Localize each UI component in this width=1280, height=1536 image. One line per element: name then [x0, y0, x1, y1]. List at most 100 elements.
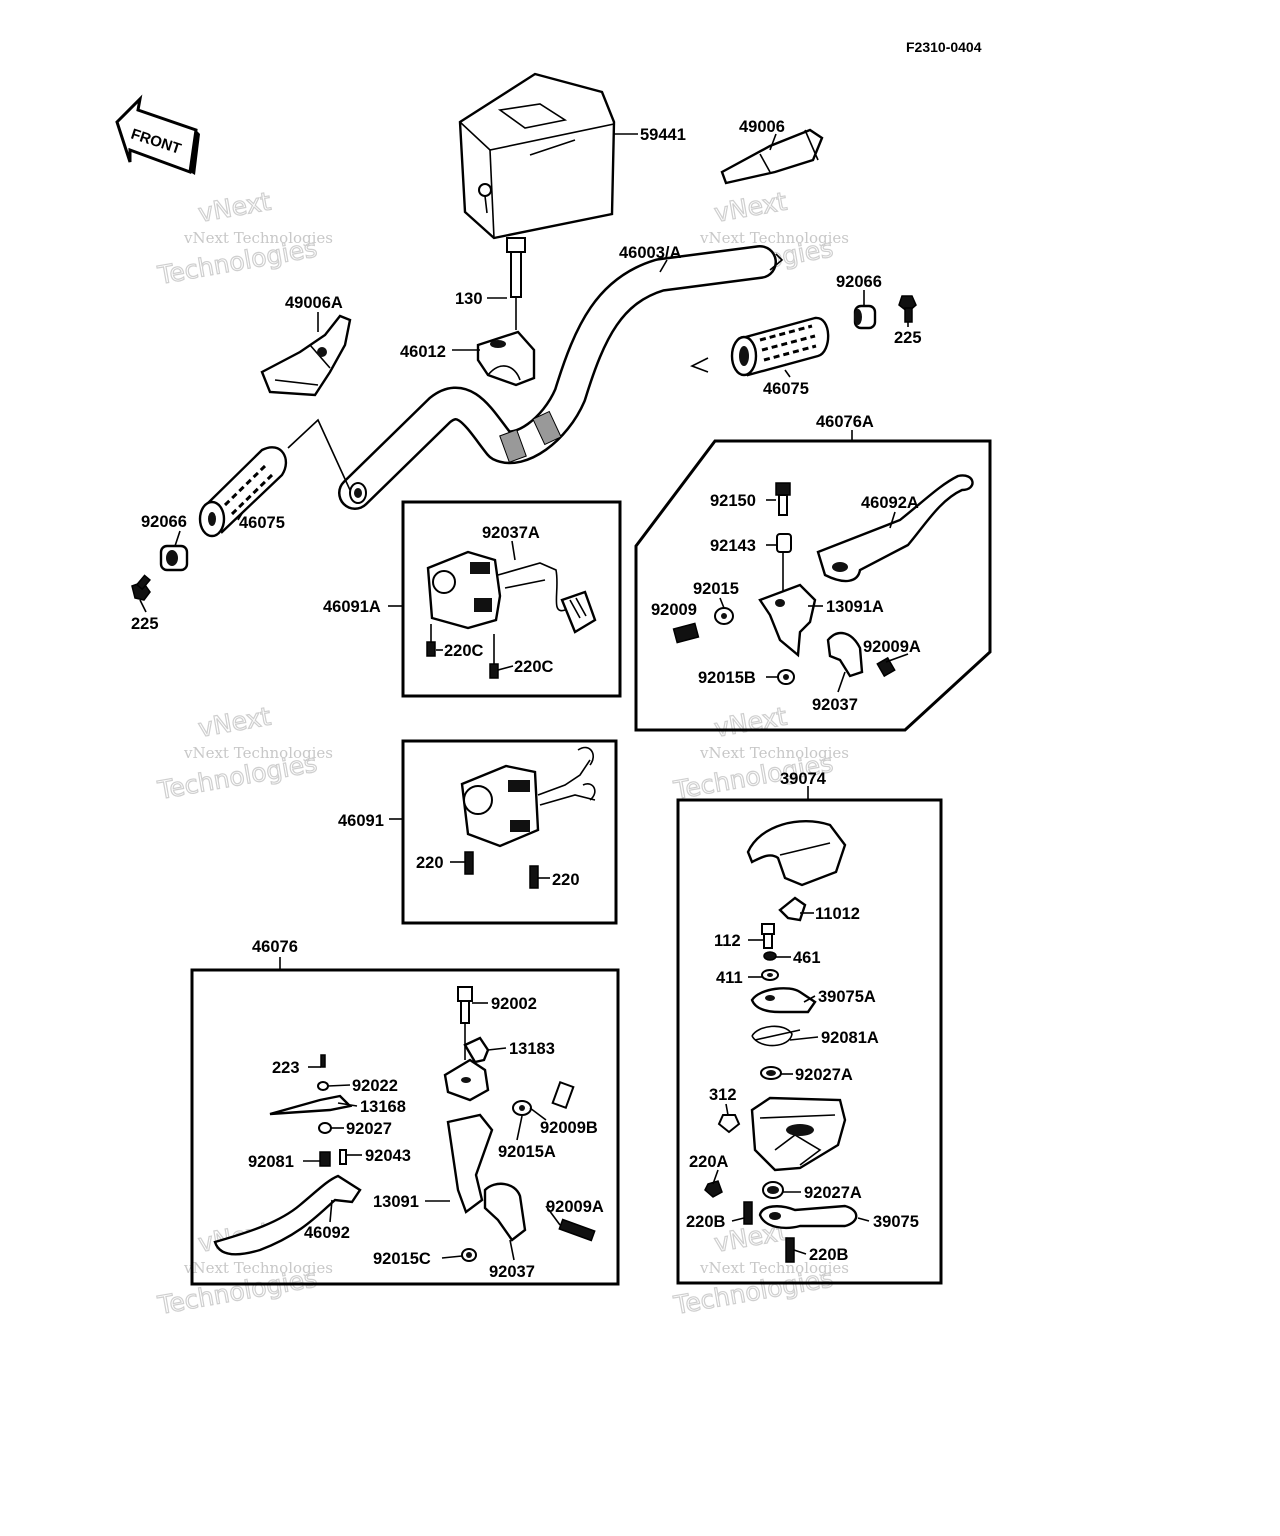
svg-text:vNext: vNext: [712, 187, 789, 228]
label-312: 312: [709, 1086, 737, 1104]
handlebar-pad: [458, 72, 616, 240]
svg-text:vNext Technologies: vNext Technologies: [699, 1259, 849, 1277]
svg-text:vNext Technologies: vNext Technologies: [183, 229, 333, 247]
assembly-mark-icon: [769, 253, 784, 271]
label-46092A: 46092A: [861, 494, 919, 512]
label-92081A: 92081A: [821, 1029, 879, 1047]
svg-text:vNext Technologies: vNext Technologies: [699, 229, 849, 247]
label-92081: 92081: [248, 1153, 294, 1171]
throttle-case-assembly: [704, 820, 858, 1263]
svg-text:vNext Technologies: vNext Technologies: [183, 744, 333, 762]
label-92015: 92015: [693, 580, 739, 598]
label-92066-left: 92066: [141, 513, 187, 531]
label-46076: 46076: [252, 938, 298, 956]
watermark-top-left: vNext vNext Technologies Technologies: [154, 186, 333, 291]
label-461: 461: [793, 949, 821, 967]
watermark-bottom-right: vNext vNext Technologies Technologies: [670, 1216, 849, 1321]
brake-lever-assembly: [213, 986, 596, 1262]
svg-text:vNext: vNext: [196, 702, 273, 743]
label-225-left: 225: [131, 615, 159, 633]
label-92037A: 92037A: [482, 524, 540, 542]
label-220B-1: 220B: [686, 1213, 726, 1231]
left-handlebar-switch: [426, 550, 597, 679]
label-220A: 220A: [689, 1153, 729, 1171]
bolt-130-icon: [506, 237, 526, 330]
label-220-2: 220: [552, 871, 580, 889]
label-92009B: 92009B: [540, 1119, 598, 1137]
label-92009A-top: 92009A: [863, 638, 921, 656]
label-92027: 92027: [346, 1120, 392, 1138]
front-arrow-icon: FRONT: [115, 94, 200, 175]
label-59441: 59441: [640, 126, 686, 144]
label-39074: 39074: [780, 770, 827, 788]
label-49006A: 49006A: [285, 294, 343, 312]
label-92015A: 92015A: [498, 1143, 556, 1161]
label-46075-left: 46075: [239, 514, 285, 532]
watermark-mid-right: vNext vNext Technologies Technologies: [670, 701, 849, 806]
label-13183: 13183: [509, 1040, 555, 1058]
assembly-mark-icon: [690, 357, 709, 373]
label-92143: 92143: [710, 537, 756, 555]
label-92027A-1: 92027A: [795, 1066, 853, 1084]
label-92043: 92043: [365, 1147, 411, 1165]
watermark-mid-left: vNext vNext Technologies Technologies: [154, 701, 333, 806]
label-46003A: 46003/A: [619, 244, 681, 262]
label-92009A-bottom: 92009A: [546, 1198, 604, 1216]
label-220-1: 220: [416, 854, 444, 872]
svg-text:vNext Technologies: vNext Technologies: [699, 744, 849, 762]
handlebar-holder: [476, 330, 536, 387]
svg-text:vNext Technologies: vNext Technologies: [183, 1259, 333, 1277]
part-labels: 59441 49006 46003/A 130 92066 225 49006A…: [131, 118, 922, 1281]
label-13168: 13168: [360, 1098, 406, 1116]
label-46092: 46092: [304, 1224, 350, 1242]
label-92037-top: 92037: [812, 696, 858, 714]
choke-cable-cover: [260, 314, 352, 397]
label-92009: 92009: [651, 601, 697, 619]
label-225-right: 225: [894, 329, 922, 347]
label-13091: 13091: [373, 1193, 419, 1211]
svg-text:vNext: vNext: [712, 702, 789, 743]
box-clutch-lever-46076A: [634, 439, 992, 732]
label-46012: 46012: [400, 343, 446, 361]
screw-225-right-icon: [898, 295, 917, 323]
box-throttle-case-39074: [676, 798, 943, 1285]
box-switch-46091A: [401, 500, 622, 698]
label-46091: 46091: [338, 812, 384, 830]
screw-225-left-icon: [131, 574, 151, 601]
label-220C-1: 220C: [444, 642, 484, 660]
label-39075: 39075: [873, 1213, 919, 1231]
label-13091A: 13091A: [826, 598, 884, 616]
label-411: 411: [716, 969, 743, 987]
box-brake-lever-46076: [190, 968, 620, 1286]
label-46075-right: 46075: [763, 380, 809, 398]
label-92022: 92022: [352, 1077, 398, 1095]
weight-92066-right: [853, 304, 877, 330]
label-223: 223: [272, 1059, 300, 1077]
throttle-cable-cover: [720, 128, 824, 185]
label-220C-2: 220C: [514, 658, 554, 676]
weight-92066-left: [159, 544, 189, 572]
label-39075A: 39075A: [818, 988, 876, 1006]
label-92027A-2: 92027A: [804, 1184, 862, 1202]
diagram-code: F2310-0404: [906, 39, 982, 55]
clutch-lever-assembly: [672, 474, 974, 685]
label-92037-bottom: 92037: [489, 1263, 535, 1281]
label-92015C: 92015C: [373, 1250, 431, 1268]
label-46076A: 46076A: [816, 413, 874, 431]
label-92066-right: 92066: [836, 273, 882, 291]
label-220B-2: 220B: [809, 1246, 849, 1264]
left-grip: [198, 418, 351, 538]
label-92015B: 92015B: [698, 669, 756, 687]
label-46091A: 46091A: [323, 598, 381, 616]
svg-text:vNext: vNext: [196, 187, 273, 228]
label-92150: 92150: [710, 492, 756, 510]
handlebar: [338, 245, 777, 510]
right-handlebar-switch: [460, 746, 596, 889]
label-130: 130: [455, 290, 483, 308]
box-switch-46091: [401, 739, 618, 925]
label-11012: 11012: [815, 905, 860, 923]
right-grip: [730, 316, 830, 377]
label-92002: 92002: [491, 995, 537, 1013]
label-112: 112: [714, 932, 741, 950]
